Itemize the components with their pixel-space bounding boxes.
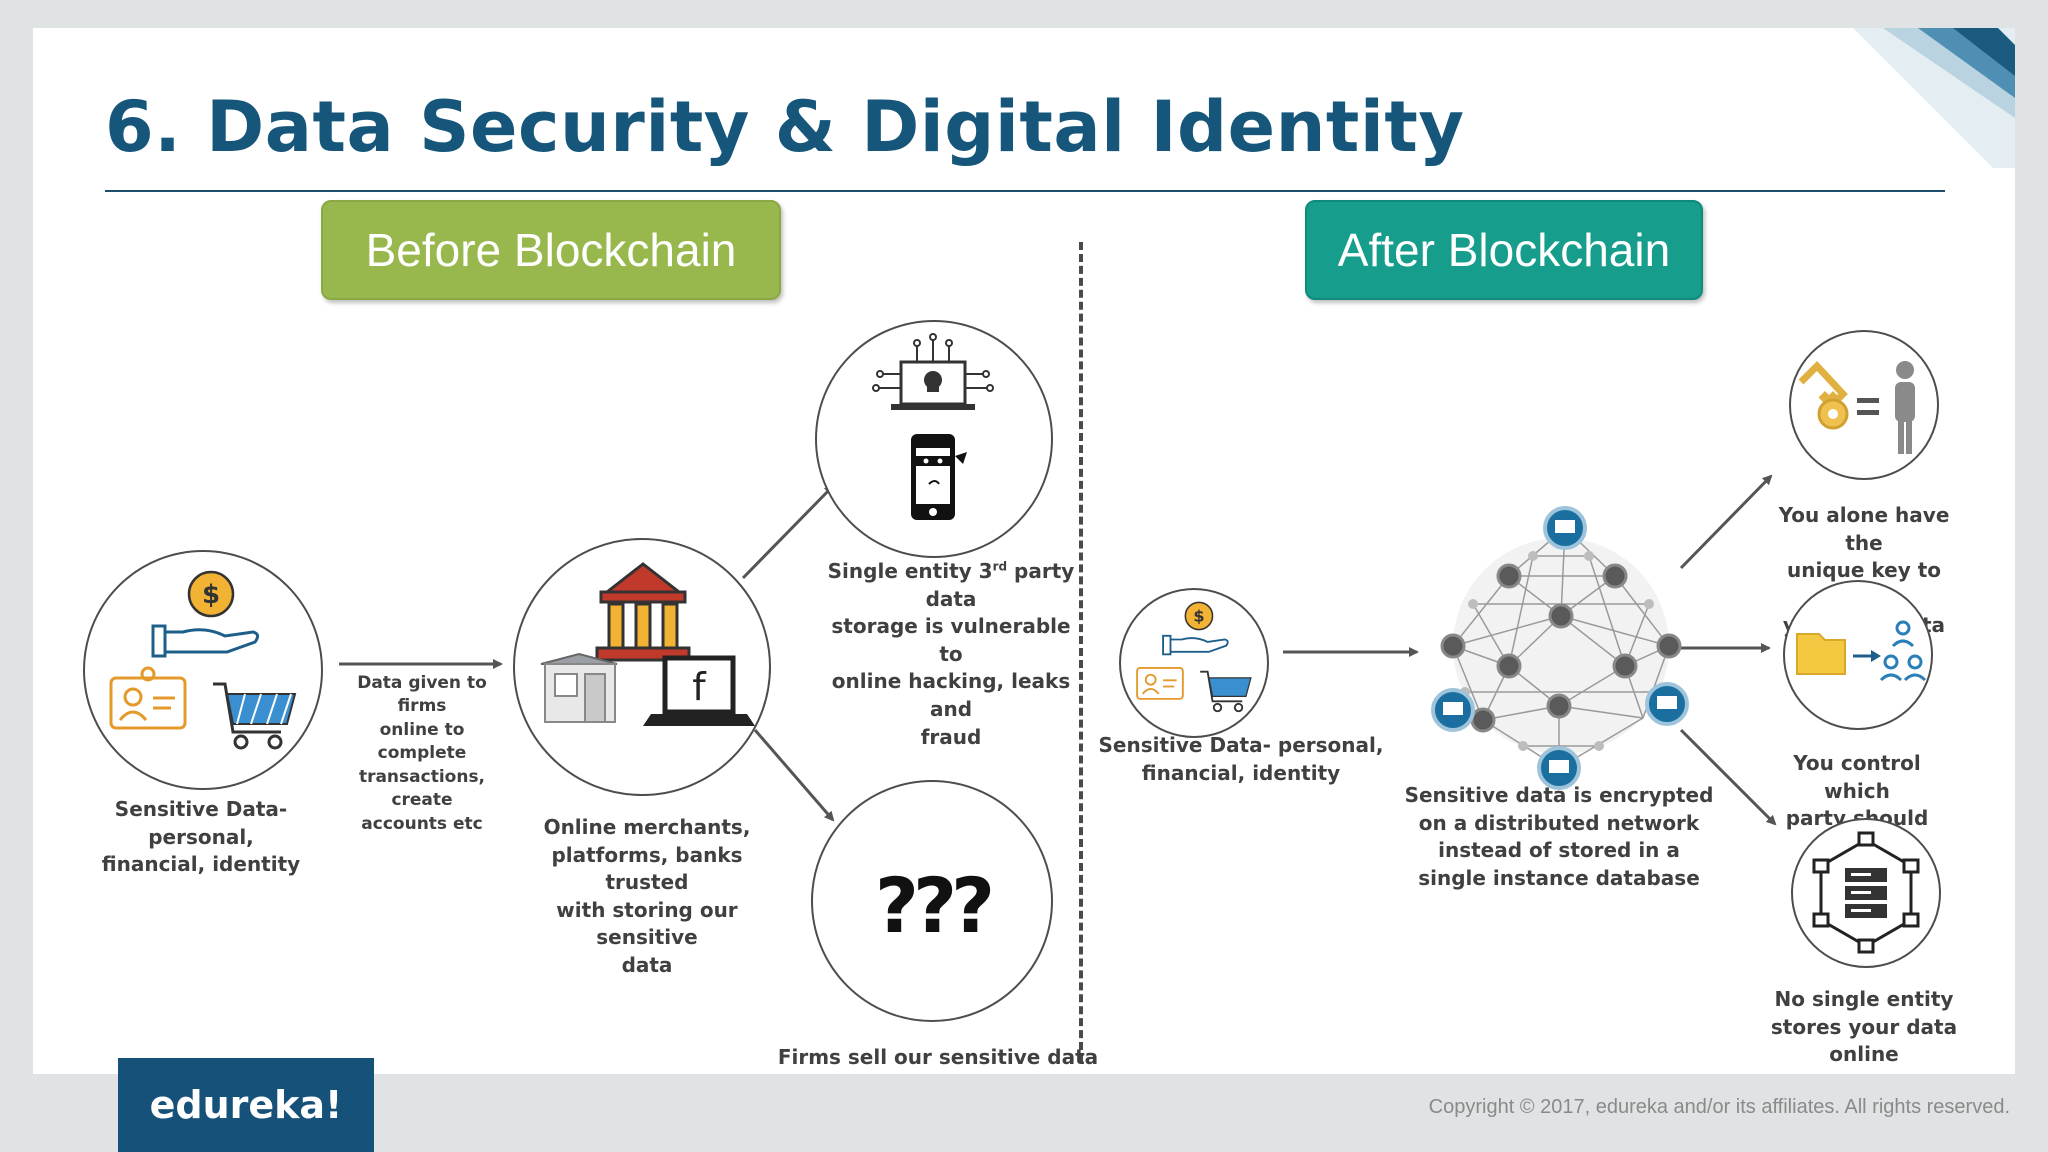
thief-phone-icon <box>911 434 967 520</box>
id-card-icon <box>1136 667 1184 700</box>
sell-data-caption: Firms sell our sensitive data to unknown… <box>777 1045 1099 1074</box>
after-sensitive-data-caption: Sensitive Data- personal, financial, ide… <box>1098 733 1384 785</box>
network-globe-icon <box>1431 506 1689 790</box>
arrow-to-noentity <box>1679 728 1777 826</box>
hacker-laptop-icon <box>872 333 994 410</box>
dollar-hand-icon: $ <box>1162 601 1229 656</box>
before-blockchain-label: Before Blockchain <box>321 200 781 300</box>
section-divider <box>1079 242 1083 1062</box>
bank-icon <box>595 562 691 662</box>
after-blockchain-label: After Blockchain <box>1305 200 1703 300</box>
shopping-cart-icon <box>213 682 297 750</box>
title-divider <box>105 190 1945 192</box>
copyright-text: Copyright © 2017, edureka and/or its aff… <box>1428 1096 2010 1118</box>
arrow-to-hacking <box>741 484 835 580</box>
slide: 6. Data Security & Digital Identity Befo… <box>33 28 2015 1074</box>
dollar-hand-icon: $ <box>151 570 260 658</box>
arrow-to-selling <box>753 729 835 822</box>
laptop-facebook-icon: f <box>643 655 755 726</box>
hacking-circle <box>815 320 1053 558</box>
person-icon <box>1895 361 1915 454</box>
sensitive-data-circle: $ <box>83 550 323 790</box>
server-circle <box>1791 818 1941 968</box>
question-marks-icon: ??? <box>875 861 991 950</box>
folder-icon <box>1796 633 1846 675</box>
after-sensitive-data-circle: $ <box>1119 588 1269 738</box>
facebook-letter: f <box>692 665 707 709</box>
key-circle <box>1789 330 1939 480</box>
key-icon <box>1798 360 1849 430</box>
shop-icon <box>540 652 618 723</box>
people-network-icon <box>1879 620 1927 682</box>
server-icon <box>1812 831 1920 954</box>
corner-decoration <box>1853 28 2015 168</box>
brand-logo-box <box>118 1058 374 1152</box>
page-title: 6. Data Security & Digital Identity <box>105 86 1465 168</box>
connector-arrows <box>339 474 1777 826</box>
brand-logo: edureka! <box>149 1083 343 1127</box>
data-given-caption: Data given to firms online to complete t… <box>357 673 487 834</box>
network-caption: Sensitive data is encrypted on a distrib… <box>1404 783 1714 890</box>
id-card-icon <box>109 666 187 730</box>
dollar-symbol: $ <box>1193 607 1204 626</box>
control-circle <box>1783 580 1933 730</box>
shopping-cart-icon <box>1200 670 1252 713</box>
sensitive-data-caption: Sensitive Data- personal, financial, ide… <box>101 797 301 877</box>
arrow-to-key <box>1679 474 1773 570</box>
question-circle: ??? <box>811 780 1053 1022</box>
dollar-symbol: $ <box>202 580 220 610</box>
vulnerable-caption: Single entity 3rd party data storage is … <box>827 559 1075 749</box>
merchants-circle: f <box>513 538 771 796</box>
merchants-caption: Online merchants, platforms, banks trust… <box>543 815 751 977</box>
no-entity-caption: No single entity stores your data online <box>1770 987 1958 1067</box>
